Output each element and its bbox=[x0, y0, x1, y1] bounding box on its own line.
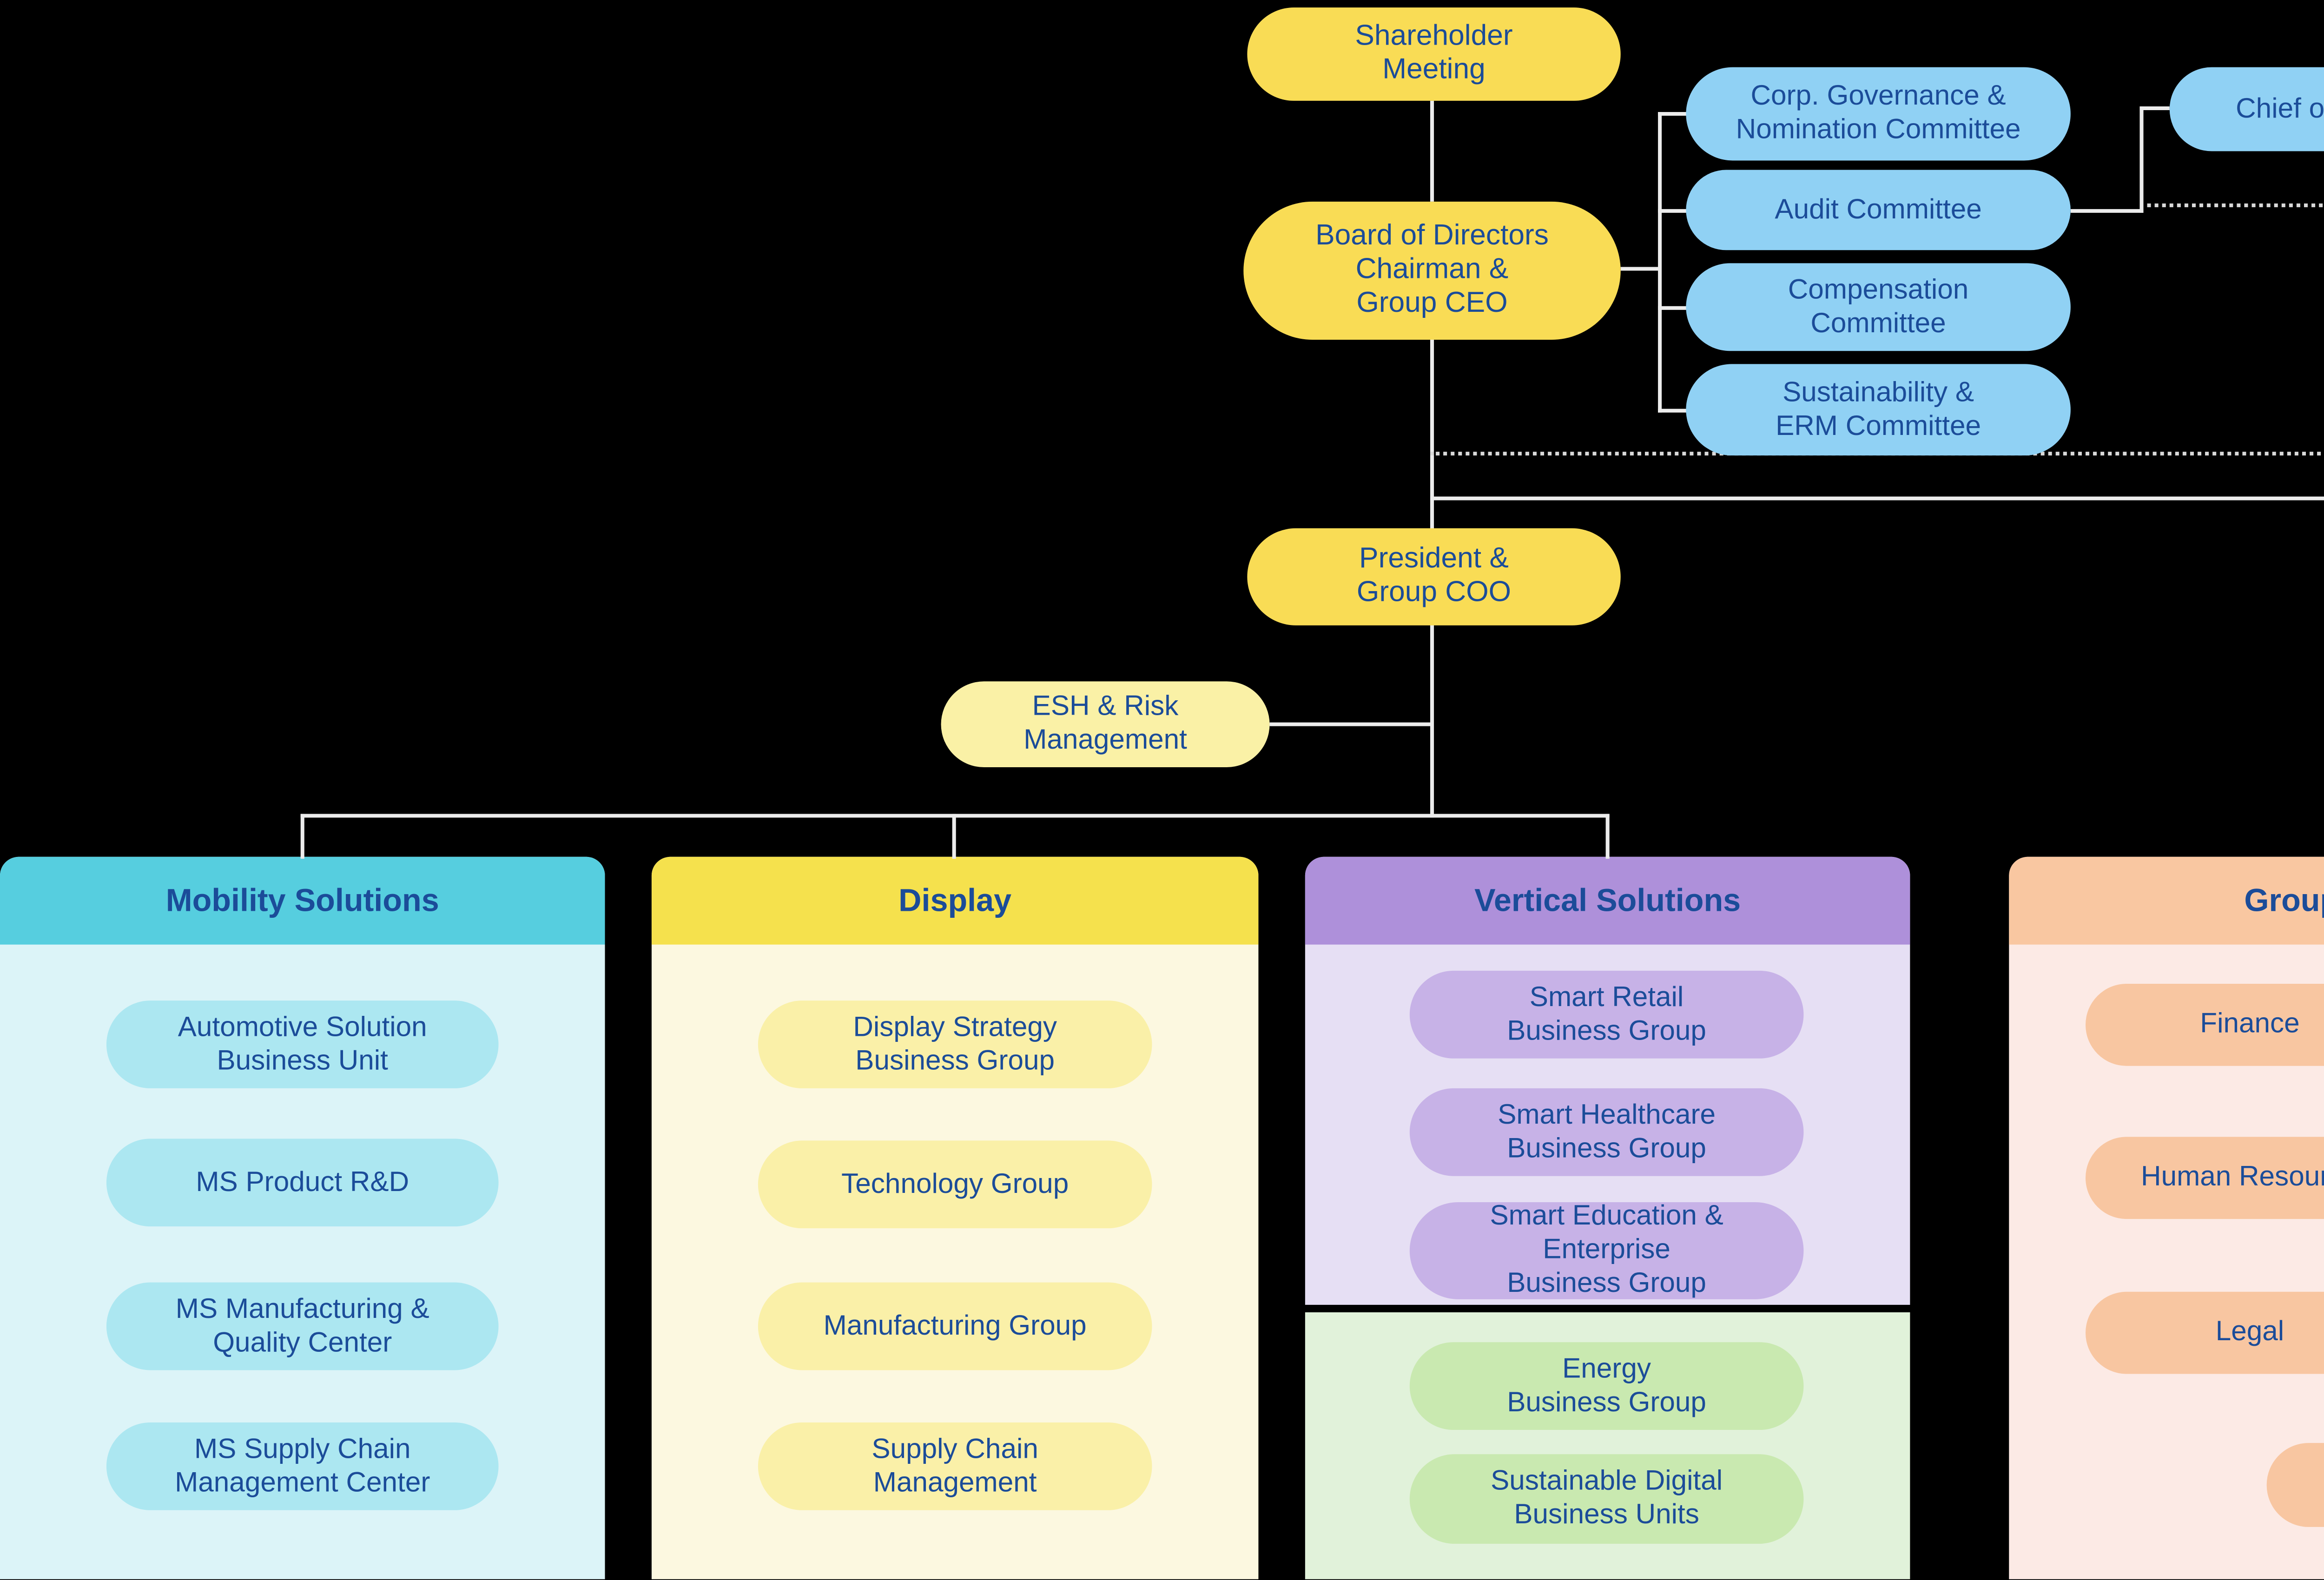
connector-committee-bracket bbox=[1658, 112, 1662, 413]
connector-stub-mobility bbox=[300, 814, 304, 859]
panel-group-infrastructure: Group Infrastructure Unit Finance Digita… bbox=[2009, 856, 2324, 1580]
dotted-audit-to-edge bbox=[2147, 203, 2324, 207]
connector-audit-compliance-v bbox=[2139, 106, 2144, 213]
connector-audit-compliance-h2 bbox=[2139, 106, 2170, 111]
unit-automotive-solution: Automotive Solution Business Unit bbox=[106, 1001, 499, 1088]
connector-stub-vertical bbox=[1605, 814, 1610, 859]
unit-smart-healthcare: Smart Healthcare Business Group bbox=[1409, 1088, 1804, 1176]
unit-finance: Finance bbox=[2085, 983, 2324, 1066]
node-president-coo: President & Group COO bbox=[1247, 528, 1621, 625]
panel-vertical-solutions-green: Energy Business Group Sustainable Digita… bbox=[1305, 1312, 1910, 1580]
unit-supply-chain-management: Supply Chain Management bbox=[758, 1422, 1152, 1510]
connector-stub-display bbox=[952, 814, 956, 859]
header-vertical-solutions: Vertical Solutions bbox=[1305, 856, 1910, 945]
connector-stub-audit bbox=[1658, 209, 1688, 213]
committee-corp-governance: Corp. Governance & Nomination Committee bbox=[1686, 67, 2071, 161]
header-mobility-solutions: Mobility Solutions bbox=[0, 856, 605, 945]
connector-board-president bbox=[1430, 336, 1434, 530]
node-shareholder-meeting: Shareholder Meeting bbox=[1247, 7, 1621, 101]
unit-ms-product-rd: MS Product R&D bbox=[106, 1139, 499, 1227]
committee-sustainability-erm: Sustainability & ERM Committee bbox=[1686, 364, 2071, 456]
header-display: Display bbox=[651, 856, 1259, 945]
unit-ms-supply-chain: MS Supply Chain Management Center bbox=[106, 1422, 499, 1510]
node-chief-of-compliance: Chief of Compliance bbox=[2169, 67, 2324, 151]
unit-human-resource: Human Resource bbox=[2085, 1137, 2324, 1219]
unit-auditing: Auditing bbox=[2266, 1443, 2324, 1527]
unit-technology-group: Technology Group bbox=[758, 1140, 1152, 1229]
unit-energy-business-group: Energy Business Group bbox=[1409, 1342, 1804, 1430]
panel-mobility-solutions: Mobility Solutions Automotive Solution B… bbox=[0, 856, 605, 1580]
connector-stub-compensation bbox=[1658, 306, 1688, 310]
connector-stub-corp-governance bbox=[1658, 112, 1688, 116]
connector-shareholder-board bbox=[1430, 100, 1434, 202]
panel-display: Display Display Strategy Business Group … bbox=[651, 856, 1259, 1580]
connector-president-down bbox=[1430, 623, 1434, 818]
panel-vertical-solutions: Vertical Solutions Smart Retail Business… bbox=[1305, 856, 1910, 1305]
connector-esh bbox=[1269, 722, 1433, 726]
committee-compensation: Compensation Committee bbox=[1686, 263, 2071, 351]
unit-ms-manufacturing-quality: MS Manufacturing & Quality Center bbox=[106, 1282, 499, 1370]
connector-board-bracket bbox=[1620, 267, 1660, 271]
unit-smart-retail: Smart Retail Business Group bbox=[1409, 970, 1804, 1059]
connector-ceo-infrastructure-h bbox=[1430, 496, 2324, 500]
connector-audit-compliance-h1 bbox=[2070, 209, 2144, 213]
connector-stub-sustainability bbox=[1658, 408, 1688, 413]
unit-display-strategy: Display Strategy Business Group bbox=[758, 1001, 1152, 1088]
unit-manufacturing-group: Manufacturing Group bbox=[758, 1282, 1152, 1370]
node-board-of-directors: Board of Directors Chairman & Group CEO bbox=[1243, 201, 1621, 340]
unit-smart-education-enterprise: Smart Education & Enterprise Business Gr… bbox=[1409, 1201, 1804, 1299]
header-group-infrastructure: Group Infrastructure Unit bbox=[2009, 856, 2324, 945]
unit-legal: Legal bbox=[2085, 1291, 2324, 1374]
unit-sustainable-digital: Sustainable Digital Business Units bbox=[1409, 1454, 1804, 1544]
committee-audit: Audit Committee bbox=[1686, 170, 2071, 250]
node-esh-risk-management: ESH & Risk Management bbox=[941, 681, 1270, 767]
